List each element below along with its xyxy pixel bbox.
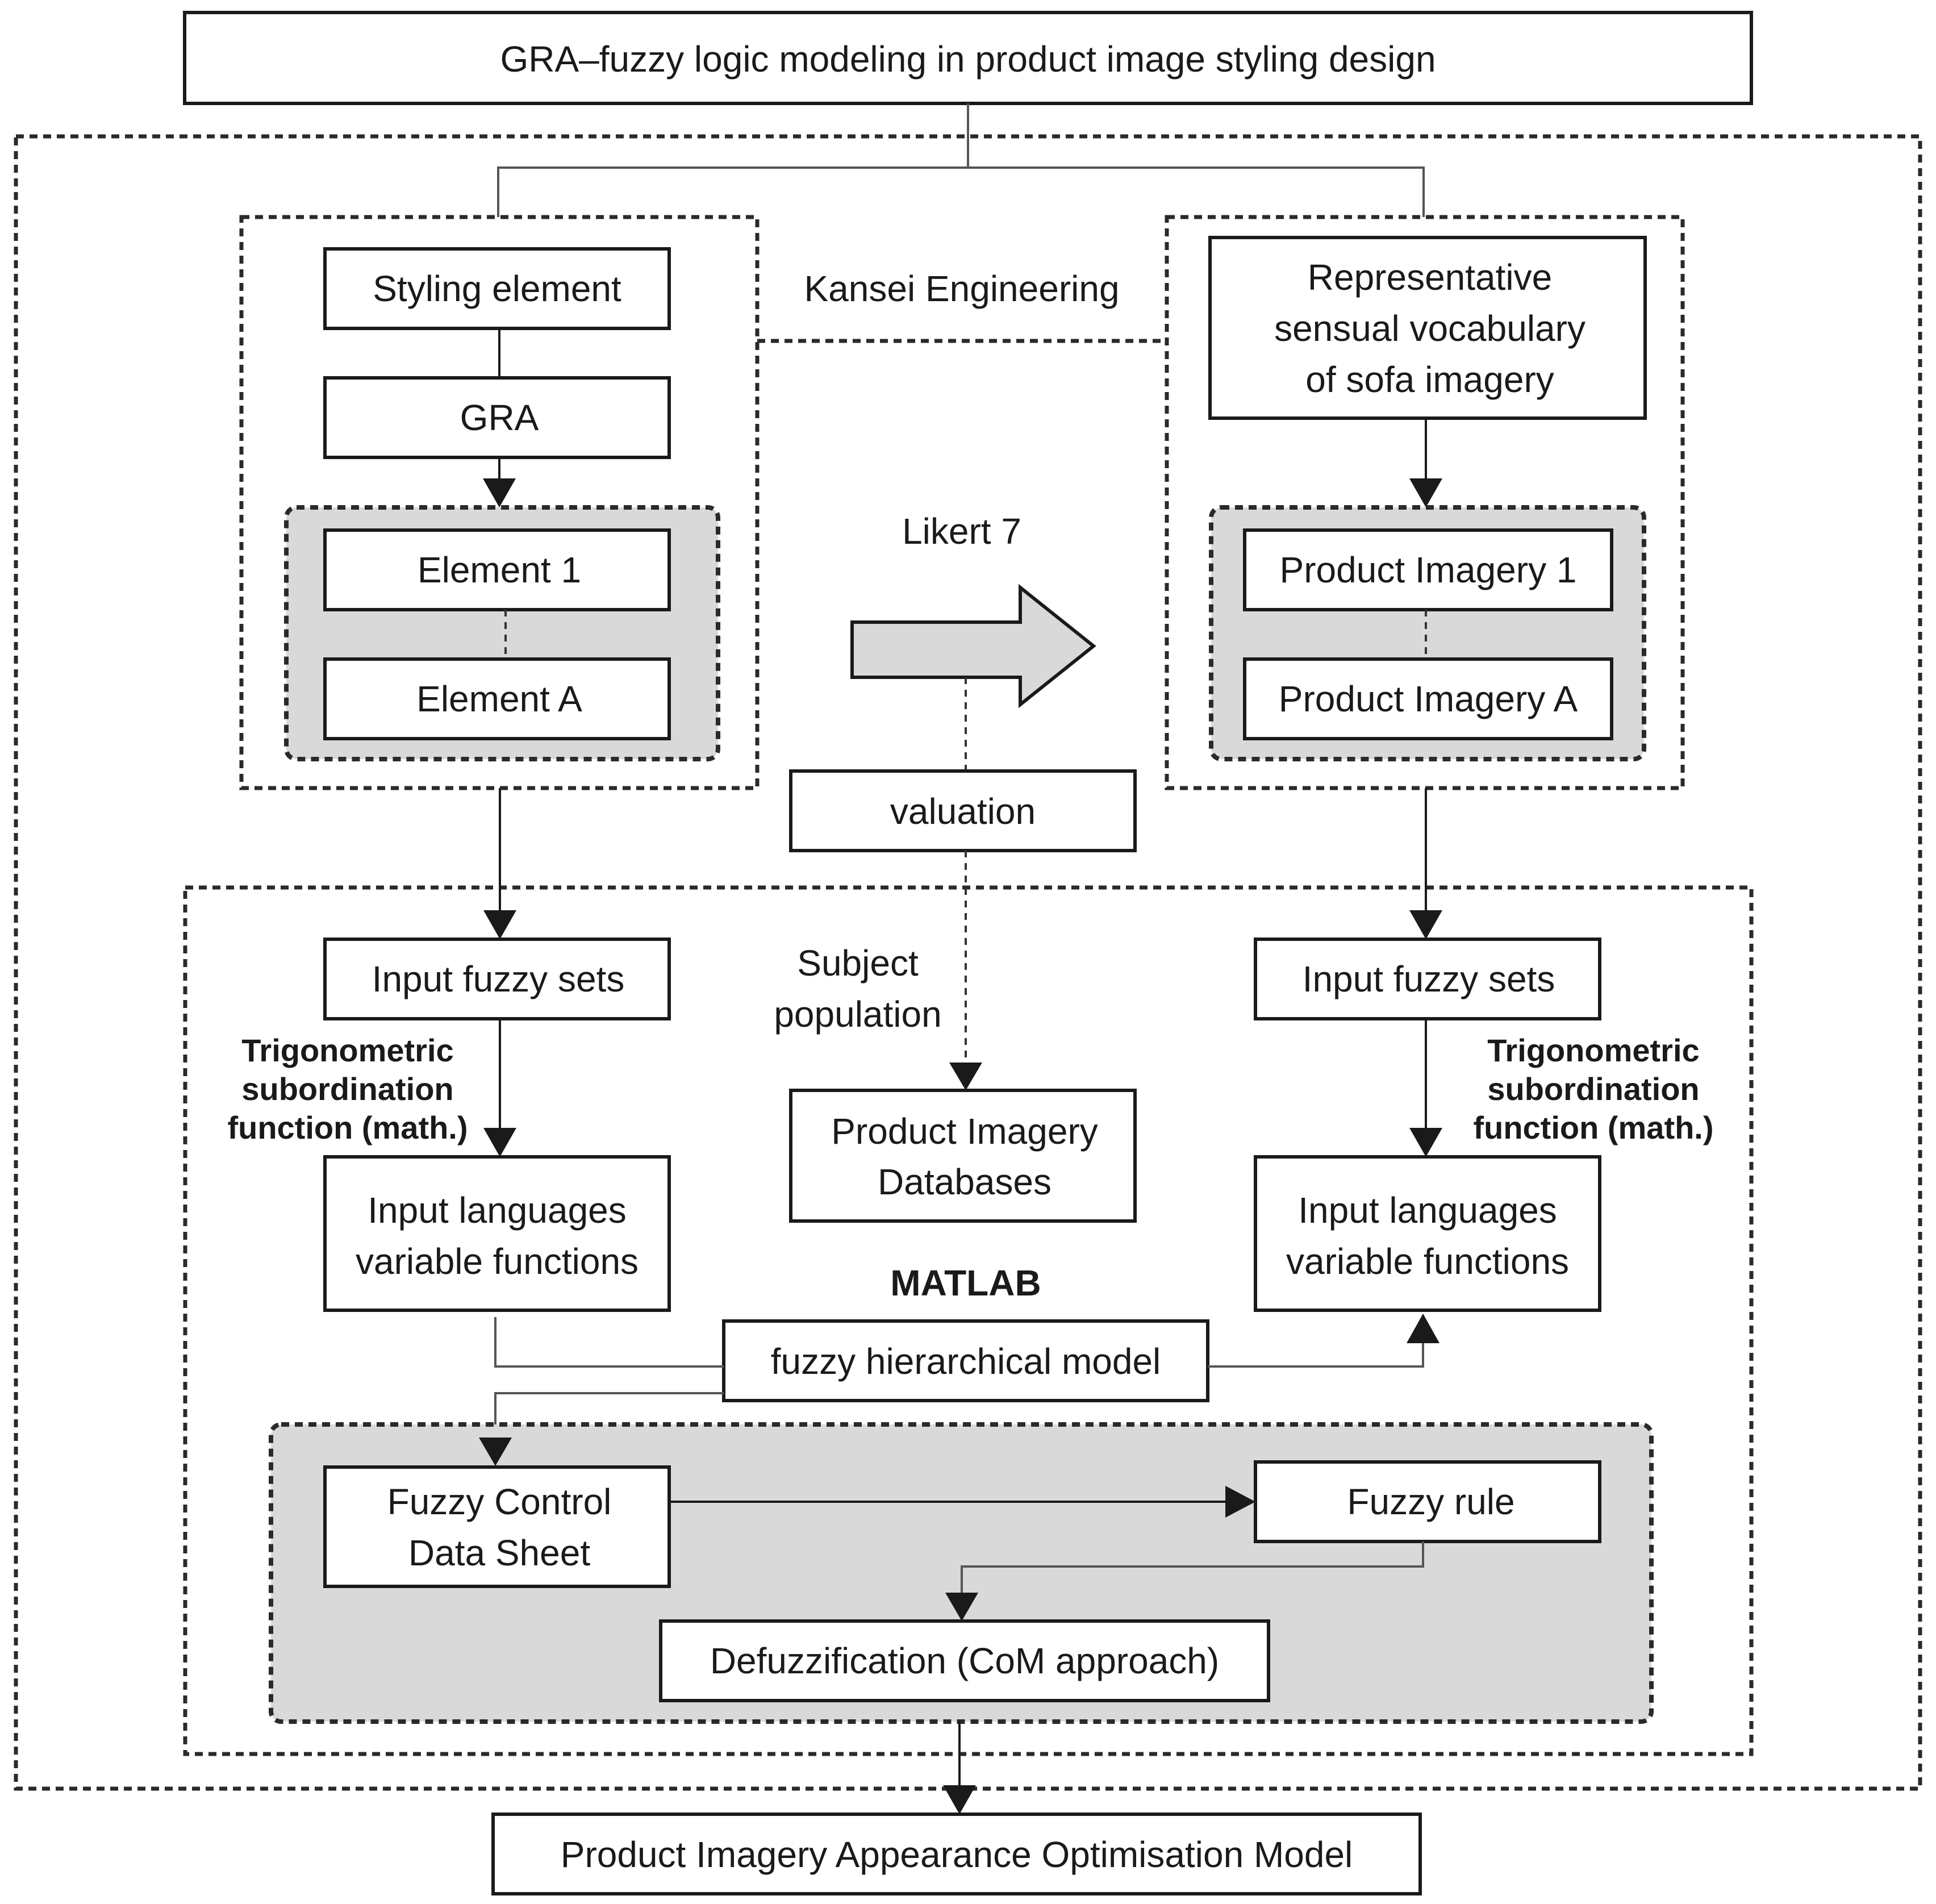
fuzzy-hierarchical-model-label: fuzzy hierarchical model [771,1341,1161,1382]
fuzzy-hierarchical-model-box [722,1319,1209,1402]
title-text: GRA–fuzzy logic modeling in product imag… [500,39,1436,80]
right-input-fuzzy-sets-box [1254,938,1601,1020]
output-model-box [491,1813,1422,1895]
left-trig-line-3: function (math.) [227,1110,468,1145]
product-imagery-databases-box [789,1089,1137,1223]
fuzzy-rule-label: Fuzzy rule [1347,1481,1514,1522]
model-to-right-lang-head [1407,1314,1440,1343]
fuzzy-control-line-1: Fuzzy Control [387,1481,612,1522]
imagery-a-label: Product Imagery A [1279,678,1578,719]
defuzzification-box [659,1619,1270,1702]
imagery-1-box [1243,528,1613,611]
fuzzy-rule-box [1254,1460,1601,1543]
matlab-label: MATLAB [890,1263,1041,1303]
fuzzy-control-line-2: Data Sheet [408,1532,590,1573]
right-group-down-head [1409,910,1442,939]
fuzzy-control-data-sheet-box [323,1465,671,1588]
subject-population-line-2: population [774,994,941,1035]
output-model-label: Product Imagery Appearance Optimisation … [561,1834,1353,1875]
vocabulary-line-3: of sofa imagery [1305,359,1554,400]
vocabulary-box [1208,236,1647,420]
right-input-fuzzy-sets-label: Input fuzzy sets [1303,959,1555,999]
left-fuzzy-arrow-head [483,1128,516,1157]
model-to-control-sheet-head [479,1438,512,1466]
vocabulary-line-1: Representative [1308,257,1552,298]
element-a-label: Element A [416,678,582,719]
element-1-box [323,528,671,611]
right-trig-line-2: subordination [1487,1071,1699,1107]
left-input-fuzzy-sets-box [323,938,671,1020]
left-group-frame [239,215,760,790]
inner-dashed-frame [183,885,1754,1756]
styling-element-box [323,247,671,330]
left-input-fuzzy-sets-label: Input fuzzy sets [372,959,625,999]
likert-label: Likert 7 [902,511,1021,552]
left-input-languages-line-1: Input languages [368,1190,627,1231]
valuation-box [789,769,1137,852]
rule-to-defuzz-line [961,1541,1424,1594]
left-trig-line-2: subordination [241,1071,453,1107]
gra-arrow-head [483,478,516,507]
title-box [183,11,1753,105]
element-1-label: Element 1 [418,549,581,590]
left-trig-line-1: Trigonometric [241,1032,453,1068]
likert-big-arrow [850,584,1096,709]
left-input-languages-line-2: variable functions [356,1241,639,1282]
database-arrow-head [949,1063,982,1090]
database-line-2: Databases [878,1161,1052,1202]
rule-to-defuzz-head [945,1593,978,1621]
right-input-languages-line-2: variable functions [1286,1241,1569,1282]
control-to-rule-head [1225,1486,1255,1518]
right-input-languages-line-1: Input languages [1298,1190,1557,1231]
database-line-1: Product Imagery [831,1111,1098,1152]
vocabulary-arrow-head [1409,478,1442,507]
imagery-a-box [1243,657,1613,740]
right-trig-line-3: function (math.) [1473,1110,1713,1145]
vocabulary-line-2: sensual vocabulary [1274,308,1585,349]
outer-dashed-frame [14,134,1922,1791]
left-input-languages-box [323,1155,671,1312]
title-connector-left [497,166,1425,217]
subject-population-line-1: Subject [797,943,919,984]
right-input-languages-box [1254,1155,1601,1312]
model-to-right-lang-line [1208,1342,1424,1368]
output-arrow-head [943,1785,976,1814]
valuation-label: valuation [890,791,1036,832]
styling-element-label: Styling element [373,268,621,309]
imagery-1-label: Product Imagery 1 [1280,549,1577,590]
right-trig-line-1: Trigonometric [1487,1032,1699,1068]
gra-box [323,376,671,459]
right-fuzzy-arrow-head [1409,1128,1442,1157]
defuzzification-label: Defuzzification (CoM approach) [710,1640,1219,1681]
gra-label: GRA [460,397,539,438]
left-group-down-head [483,910,516,939]
kansei-engineering-label: Kansei Engineering [804,268,1119,309]
element-a-box [323,657,671,740]
right-group-frame [1165,215,1685,790]
left-lang-to-model-line [494,1317,724,1368]
